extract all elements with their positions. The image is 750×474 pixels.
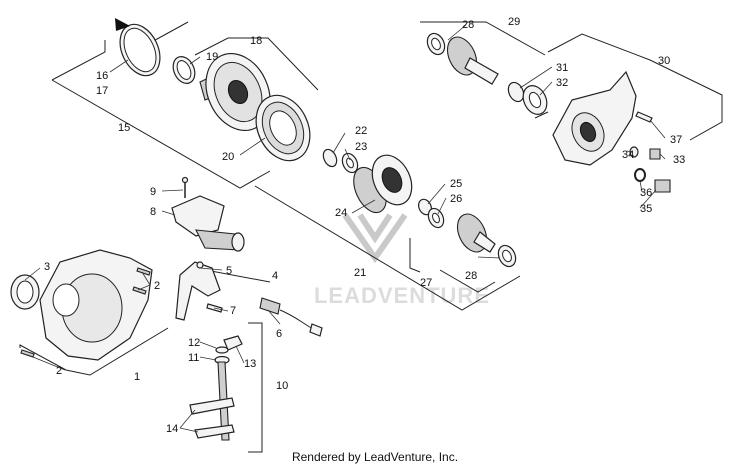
washer-25-26 [417,198,445,229]
callout-8: 8 [150,206,156,218]
bracket-10 [248,322,263,453]
callout-15: 15 [118,122,130,134]
callout-13: 13 [244,358,256,370]
washer-28-upper [426,32,446,56]
arrow-indicator [115,18,130,31]
callout-11: 11 [188,352,199,364]
washer-28-lower [497,244,517,268]
callout-10: 10 [276,380,288,392]
washer-22-23 [322,148,359,174]
footer-credit: Rendered by LeadVenture, Inc. [291,450,459,464]
callout-22: 22 [355,125,367,137]
callout-numbers: 16 17 15 19 18 20 22 23 24 25 26 21 27 2… [44,16,685,435]
callout-28-upper: 28 [462,19,474,31]
bracket-29 [420,21,546,56]
callout-27: 27 [420,277,432,289]
callout-20: 20 [222,151,234,163]
callout-34: 34 [622,149,634,161]
dowel-pins-2 [20,267,151,358]
callout-1: 1 [134,371,140,383]
seal-3 [10,274,40,310]
callout-6: 6 [276,328,282,340]
callout-9: 9 [150,186,156,198]
callout-16: 16 [96,70,108,82]
callout-24: 24 [335,207,347,219]
callout-3: 3 [44,261,50,273]
bolt-37 [635,111,653,123]
sensor-6 [259,297,323,337]
callout-2-upper: 2 [154,280,160,292]
callout-25: 25 [450,178,462,190]
callout-4: 4 [272,270,278,282]
callout-14: 14 [166,423,178,435]
callout-12: 12 [188,337,200,349]
drum-18 [199,52,271,132]
snap-ring [119,23,161,77]
bracket-30 [534,33,723,141]
callout-31: 31 [556,62,568,74]
callout-26: 26 [450,193,462,205]
bearing-31-32 [507,81,548,115]
shift-motor-8 [171,195,245,252]
callout-32: 32 [556,77,568,89]
shift-arm-13 [223,335,243,351]
gear-20 [255,94,311,162]
bracket-18 [194,37,319,91]
callout-18: 18 [250,35,262,47]
gear-shaft-29 [446,36,499,85]
bracket-plate [175,261,221,321]
bracket-27 [409,238,496,293]
plug-33 [649,148,661,160]
callout-17: 17 [96,85,108,97]
callout-29: 29 [508,16,520,28]
bracket-1 [19,327,169,376]
watermark-text: LEADVENTURE [314,283,490,308]
bracket-21 [254,185,521,311]
callout-30: 30 [658,55,670,67]
callout-36: 36 [640,187,652,199]
callout-21: 21 [354,267,366,279]
callout-7: 7 [230,305,236,317]
callout-37: 37 [670,134,682,146]
washers-11-12 [214,346,230,365]
callout-35: 35 [640,203,652,215]
o-ring-36 [634,168,646,182]
bolt-9 [181,176,189,198]
watermark-logo [342,213,408,264]
callout-2-lower: 2 [56,365,62,377]
leader-lines [24,24,666,433]
callout-5: 5 [226,265,232,277]
case-1 [39,249,153,361]
clutch-assembly-24 [353,154,413,214]
cover-30 [552,70,637,166]
callout-28-lower: 28 [465,270,477,282]
ring-19 [172,56,196,84]
callout-33: 33 [673,154,685,166]
plug-35 [654,179,671,193]
callout-19: 19 [206,51,218,63]
callout-23: 23 [355,141,367,153]
gear-shaft-27 [456,213,496,253]
fork-14 [189,397,235,439]
